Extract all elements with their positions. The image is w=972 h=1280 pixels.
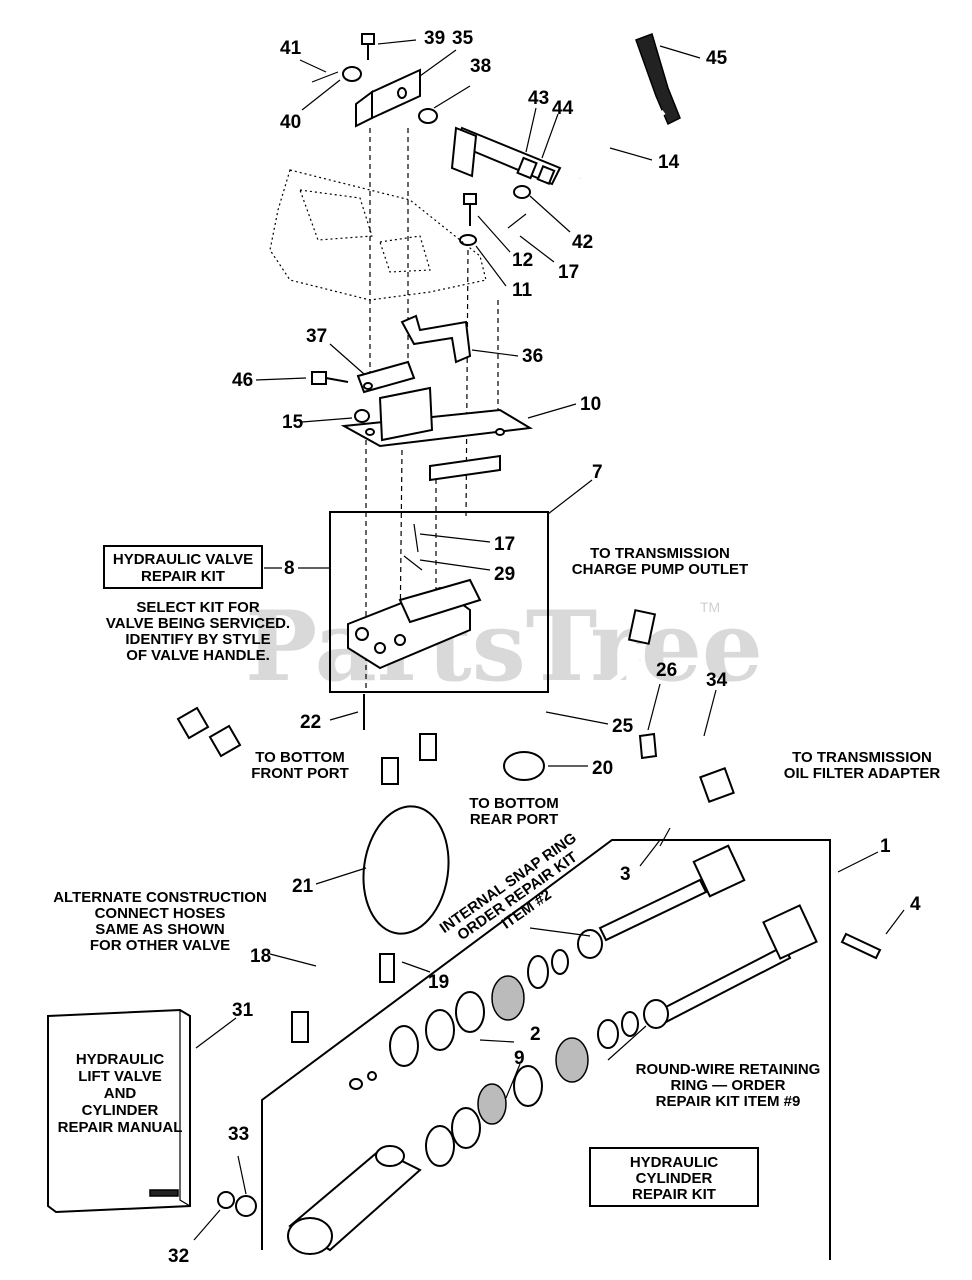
callout-40: 40 [280, 112, 301, 133]
hydraulic-cylinder [217, 827, 882, 1255]
leader-lines [193, 39, 905, 1241]
svg-text:OF VALVE HANDLE.: OF VALVE HANDLE. [126, 647, 270, 664]
callout-3: 3 [620, 864, 631, 885]
note-alternate: ALTERNATE CONSTRUCTION CONNECT HOSES SAM… [53, 889, 267, 954]
repair-manual-book [47, 1008, 191, 1214]
watermark: PartsTree [245, 590, 763, 703]
svg-text:CYLINDER: CYLINDER [636, 1170, 713, 1187]
callout-44: 44 [552, 98, 574, 119]
manual-title: HYDRAULIC LIFT VALVE AND CYLINDER REPAIR… [58, 1051, 183, 1136]
callout-41: 41 [280, 38, 302, 59]
callout-19: 19 [428, 972, 449, 993]
callout-22: 22 [300, 712, 321, 733]
svg-text:REPAIR KIT: REPAIR KIT [632, 1186, 716, 1203]
callout-17a: 17 [558, 262, 579, 283]
svg-text:ROUND-WIRE RETAINING: ROUND-WIRE RETAINING [636, 1061, 821, 1078]
callout-1: 1 [880, 836, 891, 857]
callout-21: 21 [292, 876, 314, 897]
svg-text:CONNECT HOSES: CONNECT HOSES [95, 905, 226, 922]
callout-11: 11 [512, 280, 533, 301]
svg-text:AND: AND [104, 1085, 137, 1102]
callout-39: 39 [424, 28, 445, 49]
note-round-wire: ROUND-WIRE RETAINING RING — ORDER REPAIR… [636, 1061, 821, 1110]
svg-text:OIL FILTER ADAPTER: OIL FILTER ADAPTER [784, 765, 941, 782]
callout-18: 18 [250, 946, 271, 967]
callout-46: 46 [232, 370, 253, 391]
callout-25: 25 [612, 716, 634, 737]
svg-text:REPAIR MANUAL: REPAIR MANUAL [58, 1119, 183, 1136]
callout-4: 4 [910, 894, 921, 915]
svg-text:TO BOTTOM: TO BOTTOM [255, 749, 344, 766]
callout-20: 20 [592, 758, 613, 779]
hydraulic-hoses [169, 609, 735, 1043]
callout-7: 7 [592, 462, 603, 483]
callout-45: 45 [706, 48, 728, 69]
callout-numbers: 41 39 35 38 40 45 43 44 14 42 12 17 11 3… [168, 28, 921, 1267]
svg-text:ALTERNATE CONSTRUCTION: ALTERNATE CONSTRUCTION [53, 889, 267, 906]
callout-33: 33 [228, 1124, 249, 1145]
valve-kit-line2: REPAIR KIT [141, 568, 225, 585]
callout-37: 37 [306, 326, 327, 347]
frame-outline [269, 169, 487, 301]
cylinder-kit-label-box [589, 1147, 759, 1207]
svg-text:TO TRANSMISSION: TO TRANSMISSION [590, 545, 730, 562]
svg-text:VALVE BEING SERVICED.: VALVE BEING SERVICED. [106, 615, 290, 632]
callout-42: 42 [572, 232, 593, 253]
callout-29: 29 [494, 564, 515, 585]
svg-text:HYDRAULIC: HYDRAULIC [76, 1051, 164, 1068]
valve-kit-box [329, 511, 549, 693]
callout-8: 8 [284, 558, 295, 579]
callout-34: 34 [706, 670, 728, 691]
svg-text:TO TRANSMISSION: TO TRANSMISSION [792, 749, 932, 766]
callout-17b: 17 [494, 534, 515, 555]
svg-text:SAME AS SHOWN: SAME AS SHOWN [95, 921, 224, 938]
callout-2: 2 [530, 1024, 541, 1045]
svg-text:SELECT KIT FOR: SELECT KIT FOR [136, 599, 260, 616]
callout-10: 10 [580, 394, 601, 415]
note-bottom-front: TO BOTTOM FRONT PORT [251, 749, 349, 782]
callout-9: 9 [514, 1048, 525, 1069]
svg-text:RING — ORDER: RING — ORDER [670, 1077, 785, 1094]
svg-text:FOR OTHER VALVE: FOR OTHER VALVE [90, 937, 230, 954]
watermark-tm: TM [700, 599, 720, 615]
callout-38: 38 [470, 56, 491, 77]
svg-text:REAR PORT: REAR PORT [470, 811, 558, 828]
callout-12: 12 [512, 250, 533, 271]
svg-text:TO BOTTOM: TO BOTTOM [469, 795, 558, 812]
mount-brackets [311, 314, 534, 482]
svg-text:LIFT VALVE: LIFT VALVE [78, 1068, 162, 1085]
note-charge-pump: TO TRANSMISSION CHARGE PUMP OUTLET [572, 545, 748, 578]
callout-36: 36 [522, 346, 543, 367]
svg-text:HYDRAULIC: HYDRAULIC [630, 1154, 718, 1171]
callout-14: 14 [658, 152, 680, 173]
note-select-kit: SELECT KIT FOR VALVE BEING SERVICED. IDE… [106, 599, 290, 664]
lever-assembly [311, 33, 681, 246]
callout-31: 31 [232, 1000, 254, 1021]
valve-kit-line1: HYDRAULIC VALVE [113, 551, 253, 568]
callout-26: 26 [656, 660, 677, 681]
cylinder-kit-title: HYDRAULIC CYLINDER REPAIR KIT [630, 1154, 718, 1203]
cylinder-kit-box [261, 839, 831, 1260]
callout-15: 15 [282, 412, 304, 433]
callout-35: 35 [452, 28, 474, 49]
svg-text:CHARGE PUMP OUTLET: CHARGE PUMP OUTLET [572, 561, 748, 578]
callout-32: 32 [168, 1246, 189, 1267]
svg-text:FRONT PORT: FRONT PORT [251, 765, 349, 782]
note-snap-ring: INTERNAL SNAP RING ORDER REPAIR KIT ITEM… [437, 830, 581, 945]
note-bottom-rear: TO BOTTOM REAR PORT [469, 795, 558, 828]
svg-text:CYLINDER: CYLINDER [82, 1102, 159, 1119]
note-oil-filter: TO TRANSMISSION OIL FILTER ADAPTER [784, 749, 941, 782]
svg-text:IDENTIFY BY STYLE: IDENTIFY BY STYLE [125, 631, 270, 648]
valve-kit-label-box [103, 545, 263, 589]
callout-43: 43 [528, 88, 549, 109]
svg-text:REPAIR KIT ITEM #9: REPAIR KIT ITEM #9 [656, 1093, 801, 1110]
hydraulic-valve [347, 523, 482, 670]
